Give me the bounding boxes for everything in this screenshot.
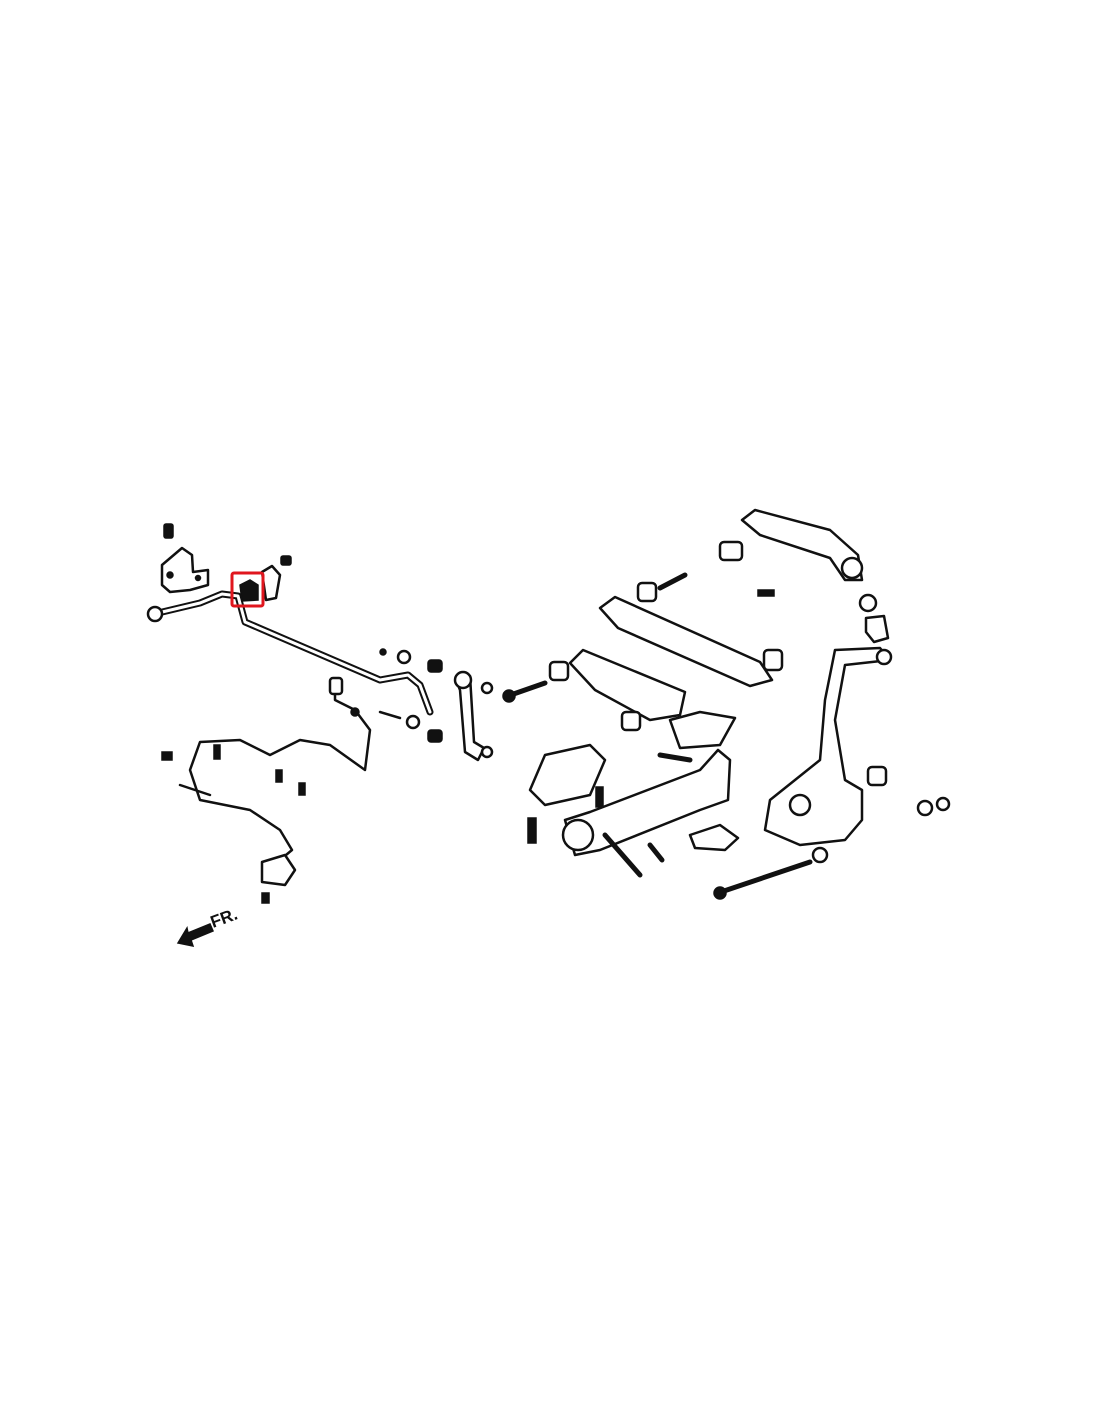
bracket-bolt [260, 555, 292, 602]
direction-label: FR. [208, 905, 240, 932]
lower-control-arm [527, 710, 829, 900]
camber-arm [718, 508, 890, 644]
anti-roll-bar [146, 590, 434, 716]
upper-control-arm-rear [548, 648, 687, 732]
sway-bar-bushing[interactable] [230, 571, 265, 608]
arm-bolt [502, 572, 688, 703]
rear-knuckle [763, 646, 951, 847]
front-direction-indicator: FR. [176, 905, 240, 947]
abs-wire-harness [161, 676, 372, 904]
upper-control-arm-front [598, 581, 784, 688]
sway-bar-bracket [160, 523, 210, 594]
front-arrow-icon [176, 923, 214, 947]
end-link [378, 648, 494, 762]
highlight-box [230, 571, 265, 608]
